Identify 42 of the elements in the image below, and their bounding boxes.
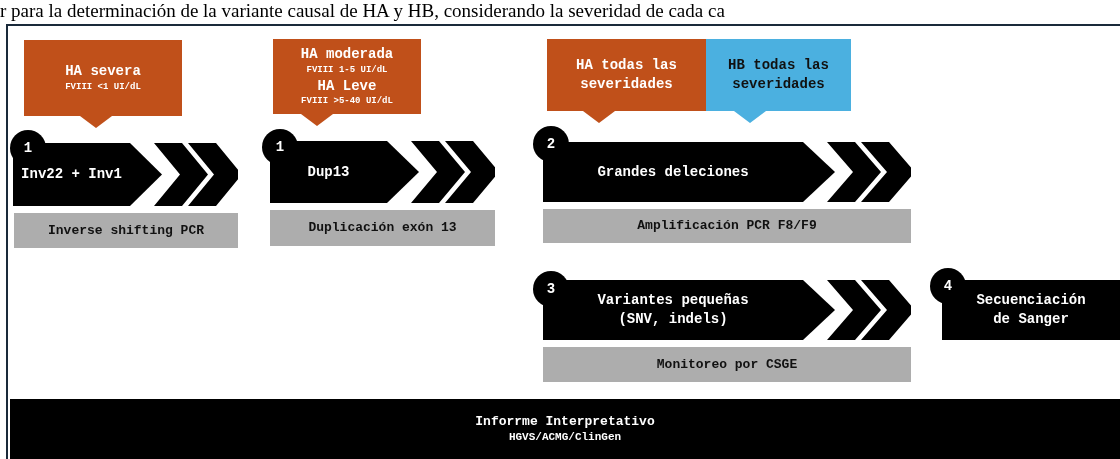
step-banner [543, 280, 911, 340]
callout-box [706, 39, 851, 123]
method-bar [543, 347, 911, 382]
step-number-circle [533, 126, 569, 162]
callout-subtitle: FVIII <1 UI/dL [65, 81, 141, 94]
step-box [942, 280, 1120, 340]
callout-title: HB todas las severidades [727, 56, 830, 94]
step-number: 3 [546, 279, 556, 299]
step-number: 1 [275, 137, 285, 157]
method-label: Inverse shifting PCR [48, 221, 204, 240]
step-number-circle [930, 268, 966, 304]
method-label: Amplificación PCR F8/F9 [637, 217, 817, 235]
step-label: Variantes pequeñas (SNV, indels) [596, 291, 750, 329]
callout-subtitle: FVIII 1-5 UI/dL [306, 64, 388, 77]
callout-title: HA Leve [317, 76, 377, 96]
step-label: Secuenciación de Sanger [975, 291, 1087, 329]
report-bar [10, 399, 1120, 459]
step-banner [13, 143, 238, 206]
callout-title: HA severa [65, 62, 141, 82]
method-bar [270, 210, 495, 246]
step-number: 1 [23, 138, 33, 158]
method-bar [14, 213, 238, 248]
callout-title: HA moderada [300, 45, 394, 65]
step-number: 2 [546, 134, 556, 154]
method-label: Monitoreo por CSGE [656, 355, 798, 374]
report-title: Inforrme Interpretativo [475, 412, 655, 431]
caption-text: r para la determinación de la variante causal de HA y HB, considerando la severidad de cada ca [0, 0, 725, 22]
step-label: Inv22 + Inv1 [21, 165, 122, 184]
step-number-circle [262, 129, 298, 165]
step-number-circle [533, 271, 569, 307]
step-label: Dup13 [307, 162, 350, 182]
method-bar [543, 209, 911, 243]
callout-subtitle: FVIII >5-40 UI/dL [301, 95, 393, 108]
callout-box [273, 39, 421, 126]
method-label: Duplicación exón 13 [308, 219, 457, 237]
callout-box [24, 40, 182, 128]
step-number: 4 [943, 276, 953, 296]
callout-title: HA todas las severidades [575, 56, 678, 94]
step-label: Grandes deleciones [597, 162, 749, 182]
step-banner [270, 141, 495, 203]
report-subtitle: HGVS/ACMG/ClinGen [508, 430, 622, 446]
callout-box [547, 39, 706, 123]
